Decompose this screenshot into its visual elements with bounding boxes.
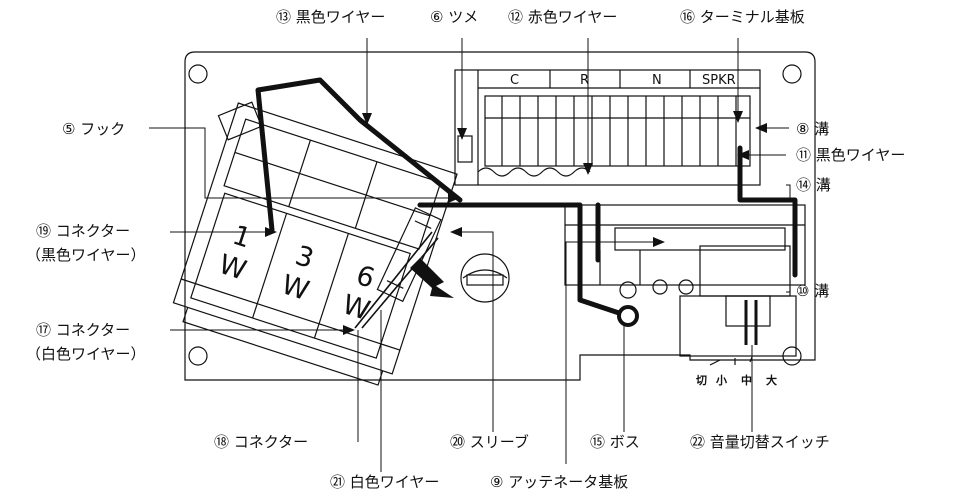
white-wire-21 bbox=[354, 231, 433, 329]
capacitor-6-num: 6 bbox=[352, 260, 378, 295]
capacitor-3-unit: W bbox=[278, 269, 313, 307]
callout-connector-17: ⑰ コネクター bbox=[36, 321, 131, 339]
callout-terminal-board-16: ⑯ ターミナル基板 bbox=[680, 8, 805, 26]
capacitor-6-unit: W bbox=[339, 289, 374, 327]
rotary-knob bbox=[460, 253, 510, 303]
callout-hook-5: ⑤ フック bbox=[62, 120, 126, 138]
claw bbox=[457, 135, 473, 163]
insert-arrow bbox=[410, 258, 454, 298]
boss bbox=[617, 305, 639, 327]
capacitor-1-num: 1 bbox=[229, 220, 255, 255]
capacitor-3-num: 3 bbox=[291, 240, 317, 275]
hook bbox=[217, 101, 263, 141]
terminal-label-r: R bbox=[580, 73, 589, 88]
capacitor-1-unit: W bbox=[215, 249, 250, 287]
callout-connector-18: ⑱ コネクター bbox=[214, 433, 309, 451]
callout-connector-19-note: （黒色ワイヤー） bbox=[26, 246, 146, 264]
callout-groove-10: ⑩ 溝 bbox=[796, 282, 830, 300]
callout-red-wire-12: ⑫ 赤色ワイヤー bbox=[508, 8, 618, 26]
terminal-label-c: C bbox=[510, 73, 519, 88]
callout-sleeve-20: ⑳ スリーブ bbox=[450, 433, 529, 451]
callout-groove-8: ⑧ 溝 bbox=[796, 120, 830, 138]
attenuator-board bbox=[564, 204, 806, 286]
mounting-plate bbox=[184, 51, 816, 381]
callout-connector-19: ⑲ コネクター bbox=[36, 222, 131, 240]
black-wire-11 bbox=[737, 145, 798, 278]
volume-label-off: 切 bbox=[696, 374, 707, 387]
screw-hole-top-right bbox=[782, 64, 802, 84]
screw-hole-bottom-left bbox=[188, 346, 208, 366]
volume-label-low: 小 bbox=[715, 373, 727, 387]
callout-volume-switch-22: ㉒ 音量切替スイッチ bbox=[690, 433, 830, 451]
callout-white-wire-21: ㉑ 白色ワイヤー bbox=[330, 473, 440, 491]
volume-label-high: 大 bbox=[766, 373, 777, 387]
callout-attenuator-board-9: ⑨ アッテネータ基板 bbox=[490, 473, 629, 491]
callout-boss-15: ⑮ ボス bbox=[590, 433, 640, 451]
terminal-label-n: N bbox=[652, 73, 662, 88]
terminal-label-spkr: SPKR bbox=[702, 73, 736, 88]
red-wire-12 bbox=[417, 202, 628, 318]
black-wire-13 bbox=[255, 77, 463, 233]
callout-groove-14: ⑭ 溝 bbox=[796, 176, 831, 194]
callout-black-wire-13: ⑬ 黒色ワイヤー bbox=[276, 8, 386, 26]
callout-connector-17-note: （白色ワイヤー） bbox=[26, 345, 146, 363]
screw-hole-top-left bbox=[188, 64, 208, 84]
callout-black-wire-11: ⑪ 黒色ワイヤー bbox=[796, 146, 906, 164]
callout-claw-6: ⑥ ツメ bbox=[430, 8, 479, 26]
volume-label-mid: 中 bbox=[741, 373, 752, 387]
